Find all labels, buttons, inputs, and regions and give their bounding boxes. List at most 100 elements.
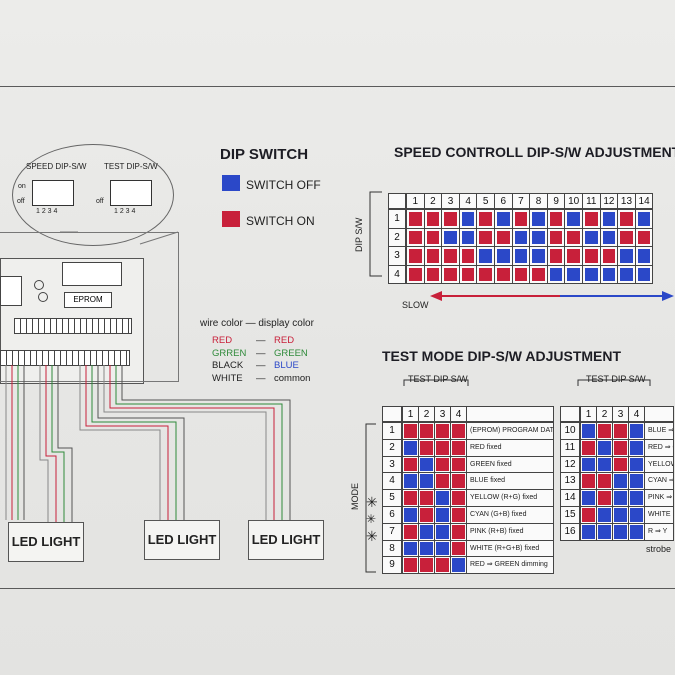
test-cell-fill (420, 440, 433, 455)
test-row-number: 14 (560, 489, 580, 507)
test-row-description: YELLOW (644, 455, 674, 474)
test-cell-fill (436, 524, 449, 539)
speed-dip-label: SPEED DIP-S/W (26, 162, 87, 171)
test-cell-fill (582, 474, 595, 489)
speed-column-header: 5 (476, 193, 495, 209)
test-dip-switch (110, 180, 152, 206)
test-row-description: PINK (R+B) fixed (466, 522, 554, 541)
test-row-description: BLUE ⇒ (644, 422, 674, 440)
star-marker-3: ✳ (366, 528, 378, 544)
speed-column-header: 14 (634, 193, 654, 209)
test-row-description: WHITE (644, 506, 674, 524)
wire-color-name: GRREN (212, 347, 247, 359)
speed-cell-fill (549, 267, 563, 281)
test-cell-fill (598, 474, 611, 489)
led-light-3: LED LIGHT (248, 520, 324, 560)
test-cell-fill (436, 457, 449, 472)
test-cell-fill (582, 424, 595, 438)
test-row-description: BLUE fixed (466, 472, 554, 491)
speed-cell-fill (497, 249, 510, 263)
speed-cell-fill (444, 212, 457, 226)
display-color-name: GREEN (274, 347, 308, 359)
speed-cell-fill (585, 249, 598, 263)
test-row-description: CYAN ⇒ (644, 472, 674, 491)
test-row-description: GREEN fixed (466, 455, 554, 474)
speed-cell-fill (567, 267, 580, 281)
test-cell-fill (614, 491, 627, 505)
test-cell-fill (404, 491, 417, 505)
frame-bottom-line (0, 588, 675, 589)
test-row-number: 11 (560, 438, 580, 457)
display-color-name: BLUE (274, 360, 299, 371)
test-cell-fill (420, 457, 433, 472)
test-cell-fill (630, 424, 643, 438)
speed-cell-fill (409, 249, 422, 263)
test-cell-fill (436, 558, 449, 573)
test-row-number: 8 (382, 539, 402, 558)
test-cell-fill (582, 524, 595, 539)
speed-column-header: 2 (423, 193, 443, 209)
speed-row-header: 1 (388, 209, 406, 229)
test-row-number: 2 (382, 438, 402, 457)
speed-cell-fill (620, 267, 633, 281)
test-cell-fill (614, 524, 627, 539)
test-row-description: RED fixed (466, 438, 554, 457)
speed-cell-fill (461, 212, 475, 226)
switch-off-label: SWITCH OFF (246, 178, 321, 192)
test-cell-fill (598, 440, 611, 455)
speed-cell-fill (514, 267, 528, 281)
test-column-header: 2 (596, 406, 613, 422)
test-cell-fill (404, 440, 417, 455)
test-cell-fill (452, 440, 465, 455)
speed-cell-fill (585, 212, 598, 226)
test-row-description: RED ⇒ G (644, 438, 674, 457)
test-column-header: 2 (418, 406, 435, 422)
test-cell-fill (630, 474, 643, 489)
speed-column-header: 11 (582, 193, 601, 209)
test-cell-fill (630, 440, 643, 455)
speed-axis-label: DIP S/W (354, 217, 364, 252)
test-dip-header-left: TEST DIP S/W (408, 374, 468, 384)
speed-cell-fill (479, 212, 492, 226)
test-column-header: 1 (580, 406, 597, 422)
switch-on-label: SWITCH ON (246, 214, 315, 228)
test-cell-fill (614, 440, 627, 455)
test-cell-fill (614, 457, 627, 472)
wire-color-name: RED (212, 335, 233, 346)
speed-column-header: 10 (564, 193, 583, 209)
star-marker-2: ✳ (366, 512, 377, 526)
test-cell-fill (452, 457, 465, 472)
speed-cell-fill (620, 249, 633, 263)
speed-cell-fill (567, 249, 580, 263)
test-cell-fill (436, 440, 449, 455)
eprom-label: EPROM (73, 295, 103, 304)
test-dip-label: TEST DIP-S/W (104, 162, 158, 171)
test-dip-numbers: 1 2 3 4 (114, 208, 136, 215)
dip-off-label-2: off (96, 198, 104, 205)
test-cell-fill (420, 558, 433, 573)
test-cell-fill (452, 491, 465, 505)
speed-cell-fill (426, 212, 440, 226)
test-column-header: 3 (434, 406, 451, 422)
test-cell-fill (420, 524, 433, 539)
test-column-header: 4 (628, 406, 645, 422)
frame-top-line (0, 86, 675, 87)
wire-color-header: wire color — display color (200, 318, 314, 329)
wire-color-dash: — (256, 372, 266, 384)
test-row-number: 5 (382, 489, 402, 507)
test-cell-fill (404, 508, 417, 522)
test-row-description: RED ⇒ GREEN dimming (466, 556, 554, 575)
speed-cell-fill (426, 230, 440, 244)
test-cell-fill (420, 491, 433, 505)
board-capacitor-1 (34, 280, 44, 290)
speed-cell-fill (514, 230, 528, 244)
test-cell-fill (630, 524, 643, 539)
test-cell-fill (598, 508, 611, 522)
speed-cell-fill (637, 267, 651, 281)
test-cell-fill (582, 508, 595, 522)
speed-row-header: 4 (388, 264, 406, 284)
test-cell-fill (582, 491, 595, 505)
test-row-description: R ⇒ Y (644, 522, 674, 541)
speed-cell-fill (602, 212, 616, 226)
